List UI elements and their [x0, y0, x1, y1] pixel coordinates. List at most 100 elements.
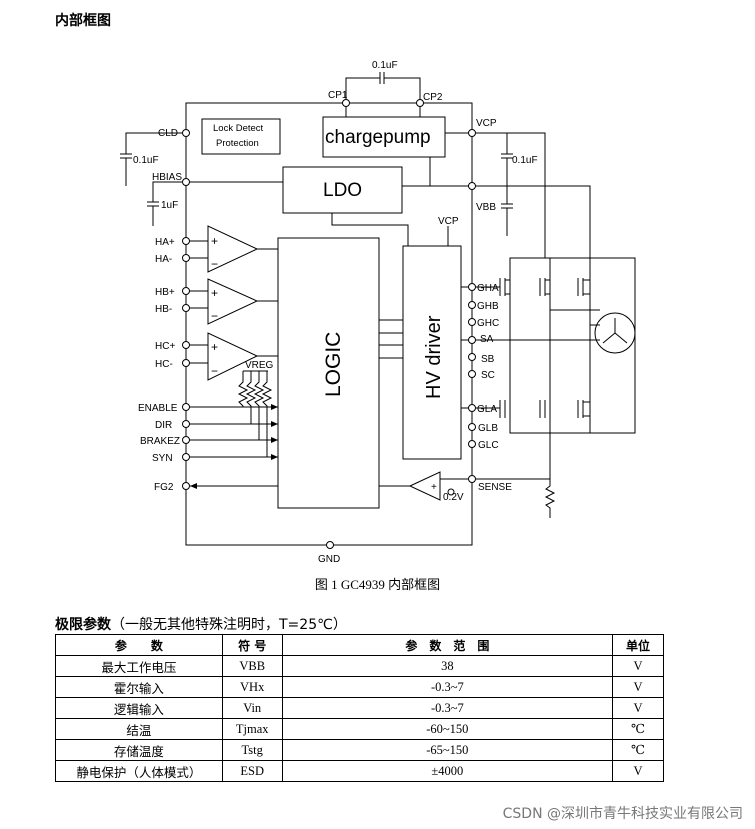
label-glc: GLC: [478, 440, 499, 451]
lock-detect-block: [201, 118, 281, 155]
label-cap-hbias: 1uF: [161, 200, 178, 211]
header-symbol: 符 号: [221, 634, 283, 656]
label-sb: SB: [481, 354, 495, 365]
label-gha: GHA: [477, 283, 499, 294]
comp-c-plus: +: [211, 340, 218, 354]
cell-unit: V: [612, 760, 664, 782]
label-vcp-right: VCP: [476, 118, 497, 129]
limits-heading-note: （一般无其他特殊注明时，T=25℃）: [111, 617, 347, 633]
label-hv-driver: HV driver: [423, 315, 445, 399]
cell-unit: ℃: [612, 739, 664, 761]
pin-cp2: [416, 99, 424, 107]
label-logic: LOGIC: [322, 332, 345, 397]
cell-range: -0.3~7: [281, 697, 614, 719]
label-fg2: FG2: [154, 482, 174, 493]
cell-symbol: VBB: [221, 655, 283, 677]
cell-unit: V: [612, 655, 664, 677]
label-protection: Protection: [216, 138, 259, 149]
sense-comp-plus: +: [431, 482, 437, 493]
logic-block: [277, 237, 380, 509]
motor-symbol: [594, 312, 636, 354]
sense-comparator: [408, 471, 441, 501]
label-sa: SA: [480, 334, 494, 345]
cell-range: -60~150: [281, 718, 614, 740]
header-param: 参 数: [55, 634, 223, 656]
label-hbias: HBIAS: [152, 172, 182, 183]
cell-param: 逻辑输入: [55, 697, 223, 719]
comp-a-plus: +: [211, 234, 218, 248]
cell-symbol: Tjmax: [221, 718, 283, 740]
label-ghb: GHB: [477, 301, 499, 312]
cell-range: ±4000: [281, 760, 614, 782]
comparator-a: [207, 225, 259, 273]
chargepump-block: [322, 116, 446, 158]
pin-sense: [468, 475, 476, 483]
comp-c-minus: −: [211, 364, 218, 378]
cell-symbol: Tstg: [221, 739, 283, 761]
label-hb-plus: HB+: [155, 287, 175, 298]
label-vbb: VBB: [476, 202, 496, 213]
cell-symbol: Vin: [221, 697, 283, 719]
table-row: 霍尔输入 VHx -0.3~7 V: [55, 676, 664, 698]
comparator-b: [207, 278, 259, 325]
label-chargepump: chargepump: [325, 127, 431, 148]
cell-unit: V: [612, 697, 664, 719]
label-sc: SC: [481, 370, 495, 381]
pin-vbb: [468, 182, 476, 190]
limits-heading-bold: 极限参数: [55, 617, 111, 633]
label-ghc: GHC: [477, 318, 499, 329]
pin-cp1: [342, 99, 350, 107]
ldo-block: [282, 166, 403, 214]
cell-symbol: VHx: [221, 676, 283, 698]
cell-range: 38: [281, 655, 614, 677]
label-cap-cld: 0.1uF: [133, 155, 159, 166]
label-sense: SENSE: [478, 482, 512, 493]
hv-driver-block: [402, 245, 462, 460]
cell-range: -0.3~7: [281, 676, 614, 698]
cell-range: -65~150: [281, 739, 614, 761]
label-vcp-top: VCP: [438, 216, 459, 227]
section-heading-limits: 极限参数（一般无其他特殊注明时，T=25℃）: [55, 614, 347, 634]
cell-param: 最大工作电压: [55, 655, 223, 677]
driver-output-pins: [468, 283, 476, 448]
section-heading-block-diagram: 内部框图: [55, 13, 111, 29]
figure-caption: 图 1 GC4939 内部框图: [314, 577, 441, 592]
pin-gnd: [326, 541, 334, 549]
label-ha-minus: HA-: [155, 254, 172, 265]
label-lock-detect: Lock Detect: [213, 123, 264, 134]
comp-b-plus: +: [211, 286, 218, 300]
label-enable: ENABLE: [138, 403, 178, 414]
power-mosfet-bridge: [476, 257, 636, 434]
table-row: 最大工作电压 VBB 38 V: [55, 655, 664, 677]
table-row: 静电保护（人体模式） ESD ±4000 V: [55, 760, 664, 782]
header-range: 参 数 范 围: [281, 634, 614, 656]
label-cap-top: 0.1uF: [372, 60, 398, 71]
watermark: CSDN @深圳市青牛科技实业有限公司: [502, 806, 743, 822]
label-hc-plus: HC+: [155, 341, 175, 352]
label-vreg: VREG: [245, 360, 274, 371]
comp-b-minus: −: [211, 309, 218, 323]
cell-param: 结温: [55, 718, 223, 740]
table-row: 结温 Tjmax -60~150 ℃: [55, 718, 664, 740]
label-cp1: CP1: [328, 90, 348, 101]
table-row: 逻辑输入 Vin -0.3~7 V: [55, 697, 664, 719]
label-gnd: GND: [318, 554, 340, 565]
label-cld: CLD: [158, 128, 178, 139]
cell-param: 存储温度: [55, 739, 223, 761]
label-brakez: BRAKEZ: [140, 436, 180, 447]
comparator-c: [207, 332, 259, 381]
label-cap-vcp: 0.1uF: [512, 155, 538, 166]
label-ha-plus: HA+: [155, 237, 175, 248]
table-header-row: 参 数 符 号 参 数 范 围 单位: [55, 634, 664, 656]
label-glb: GLB: [478, 423, 498, 434]
label-gla: GLA: [477, 404, 497, 415]
limits-table: 参 数 符 号 参 数 范 围 单位 最大工作电压 VBB 38 V 霍尔输入 …: [55, 634, 664, 782]
cell-param: 静电保护（人体模式）: [55, 760, 223, 782]
label-hb-minus: HB-: [155, 304, 172, 315]
cell-param: 霍尔输入: [55, 676, 223, 698]
pin-vcp: [468, 129, 476, 137]
cell-unit: ℃: [612, 718, 664, 740]
pin-cld: [182, 129, 190, 137]
pullup-resistors: [237, 371, 273, 457]
logic-input-pins: [182, 403, 190, 490]
